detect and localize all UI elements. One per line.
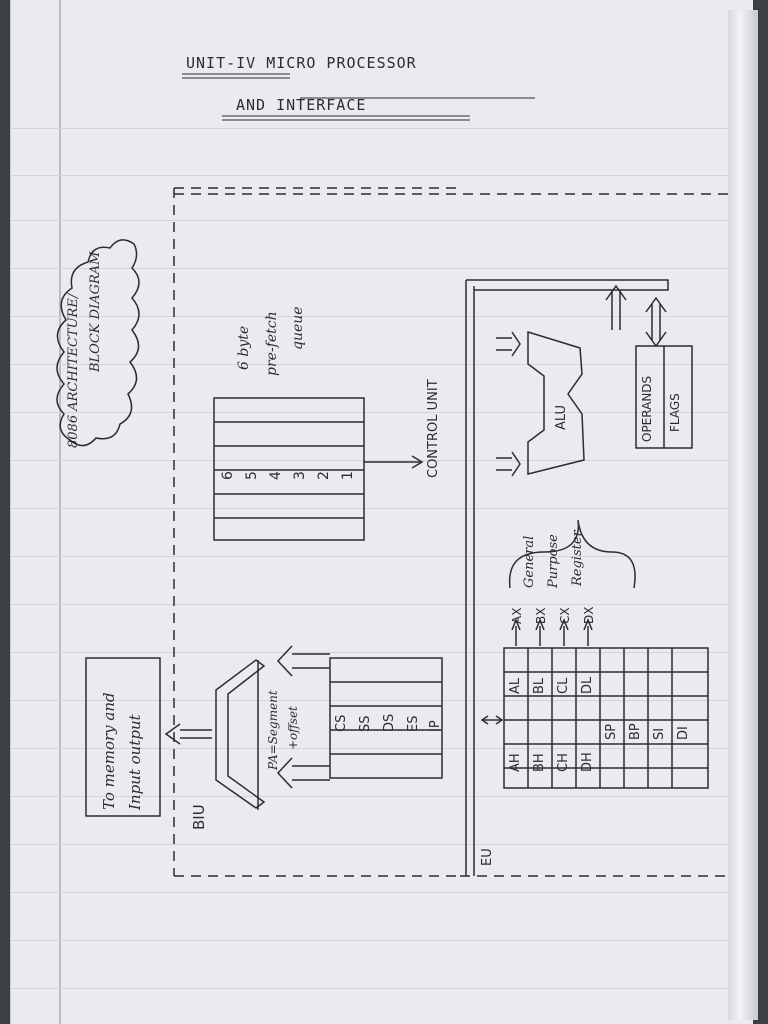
queue-caption-line-1: 6 byte — [236, 325, 252, 370]
ruled-line — [11, 508, 753, 509]
register-dl: DL — [580, 676, 595, 694]
queue-caption-line-2: pre-fetch — [264, 311, 280, 376]
ruled-line — [11, 748, 753, 749]
register-cs: CS — [334, 714, 349, 732]
operands-label: OPERANDS — [640, 375, 654, 442]
memory-box-line-1: To memory and — [100, 692, 118, 810]
gpr-caption-line-1: General — [522, 535, 537, 588]
ruled-line — [11, 128, 753, 129]
ruled-line — [11, 220, 753, 221]
queue-cell-5: 5 — [244, 471, 260, 480]
register-name-ax: AX — [510, 607, 524, 624]
control-unit-label: CONTROL UNIT — [426, 379, 441, 478]
cloud-label-line-1: 8086 ARCHITECTURE/ — [66, 293, 81, 448]
ruled-line — [11, 268, 753, 269]
cloud-label-line-2: BLOCK DIAGRAM — [88, 251, 103, 372]
queue-caption-line-3: queue — [290, 306, 306, 350]
memory-box-line-2: Input output — [126, 714, 144, 810]
queue-cell-4: 4 — [268, 471, 284, 480]
margin-line — [59, 0, 61, 1024]
register-name-bx: BX — [534, 607, 548, 624]
ruled-line — [11, 316, 753, 317]
register-ip: IP — [428, 720, 443, 732]
register-name-cx: CX — [558, 607, 572, 624]
ruled-line — [11, 892, 753, 893]
adder-label-line-2: +offset — [286, 706, 300, 750]
biu-label: BIU — [190, 804, 208, 830]
ruled-line — [11, 604, 753, 605]
queue-cell-3: 3 — [292, 471, 308, 480]
title-line-2: AND INTERFACE — [236, 96, 367, 114]
ruled-line — [11, 460, 753, 461]
register-ah: AH — [508, 753, 523, 772]
gpr-caption-line-3: Register — [570, 530, 585, 586]
gpr-caption-line-2: Purpose — [546, 534, 561, 588]
register-si: SI — [652, 727, 667, 740]
ruled-line — [11, 652, 753, 653]
eu-label: EU — [480, 848, 495, 866]
page-stack-edge — [728, 10, 758, 1020]
alu-label: ALU — [554, 404, 569, 430]
register-bh: BH — [532, 753, 547, 772]
register-di: DI — [676, 726, 691, 740]
queue-cell-6: 6 — [220, 471, 236, 480]
register-bp: BP — [628, 723, 643, 740]
register-ch: CH — [556, 753, 571, 772]
queue-cell-2: 2 — [316, 471, 332, 480]
register-es: ES — [406, 715, 421, 732]
ruled-line — [11, 796, 753, 797]
title-line-1: UNIT-IV MICRO PROCESSOR — [186, 54, 417, 72]
ruled-line — [11, 700, 753, 701]
flags-label: FLAGS — [668, 393, 682, 432]
ruled-line — [11, 364, 753, 365]
register-sp: SP — [604, 723, 619, 740]
register-cl: CL — [556, 677, 571, 694]
queue-cell-1: 1 — [340, 471, 356, 480]
register-name-dx: DX — [582, 606, 596, 624]
ruled-line — [11, 556, 753, 557]
ruled-line — [11, 412, 753, 413]
register-ss: SS — [358, 715, 373, 732]
adder-label-line-1: PA=Segment — [266, 690, 280, 770]
ruled-line — [11, 988, 753, 989]
notebook-page — [10, 0, 753, 1024]
register-dh: DH — [580, 752, 595, 772]
register-ds: DS — [382, 713, 397, 732]
ruled-line — [11, 940, 753, 941]
ruled-line — [11, 844, 753, 845]
ruled-line — [11, 175, 753, 176]
register-bl: BL — [532, 677, 547, 694]
register-al: AL — [508, 677, 523, 694]
